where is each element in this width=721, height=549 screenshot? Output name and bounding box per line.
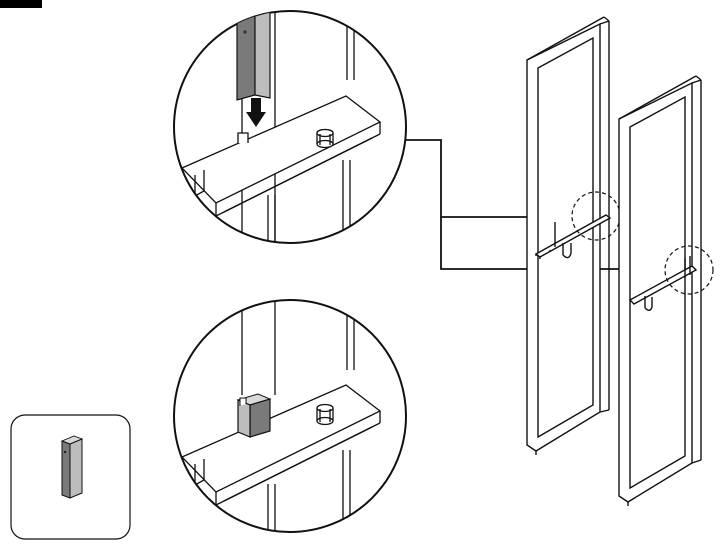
detail-circle-top xyxy=(173,10,407,244)
highlight-circle-right xyxy=(664,245,714,295)
detail-circle-bottom xyxy=(173,299,407,533)
corner-step-marker xyxy=(0,0,42,8)
down-arrow-icon xyxy=(246,98,266,127)
part-thumbnail xyxy=(10,414,131,540)
connector-installed-icon xyxy=(236,393,272,438)
connector-part-icon xyxy=(236,11,271,101)
connector-part-icon xyxy=(60,435,84,499)
door-panel-left xyxy=(526,16,612,455)
door-panel-right xyxy=(618,75,702,506)
